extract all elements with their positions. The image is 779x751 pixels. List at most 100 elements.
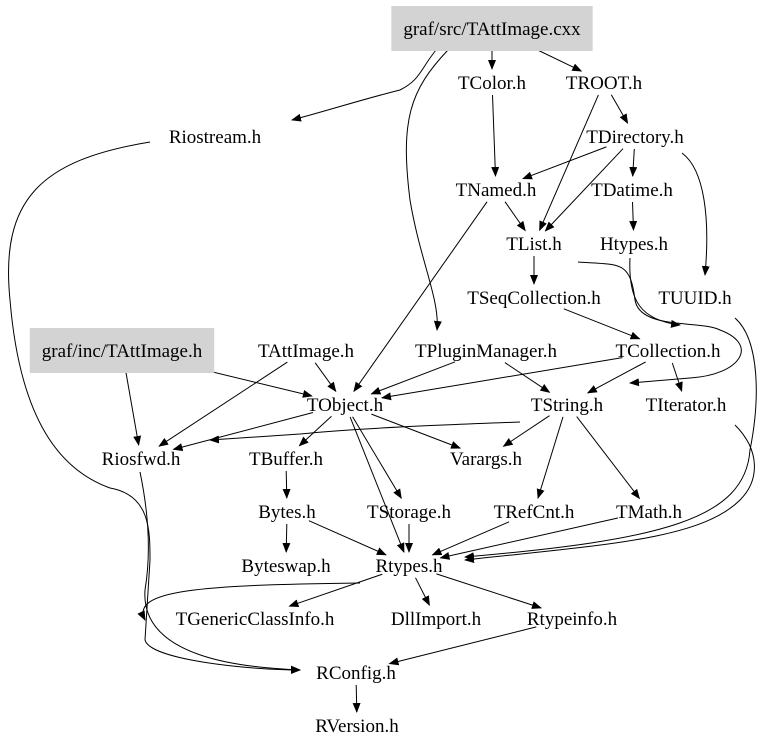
node-tlist[interactable]: TList.h (506, 234, 562, 255)
node-riosfwd[interactable]: Riosfwd.h (102, 449, 181, 470)
edge-tobject-to-tbuffer (298, 415, 332, 447)
node-tseqcollection[interactable]: TSeqCollection.h (467, 288, 601, 309)
edge-tuuid-to-rtypes (464, 317, 757, 561)
edge-tseqcollection-to-tcollection (563, 308, 641, 340)
edge-tcollection-to-titerator (671, 362, 683, 393)
edge-tobject-to-rtypes (349, 416, 405, 554)
node-label: TDatime.h (591, 180, 673, 201)
edge-tstring-to-varargs (502, 415, 550, 447)
edge-tpluginmanager-to-tstring (504, 362, 551, 393)
node-tobject[interactable]: TObject.h (307, 395, 384, 416)
node-tstring[interactable]: TString.h (531, 395, 604, 416)
edge-tlist-to-titerator (577, 261, 742, 387)
edge-titerator-to-rtypes (464, 424, 755, 563)
node-tuuid[interactable]: TUUID.h (658, 288, 732, 309)
node-highlight-box (29, 328, 215, 373)
node-label: Bytes.h (258, 502, 316, 523)
node-tcollection[interactable]: TCollection.h (615, 341, 721, 362)
node-tdatime[interactable]: TDatime.h (591, 180, 673, 201)
node-label: Rtypeinfo.h (527, 609, 618, 630)
edge-bytes-to-byteswap (282, 523, 291, 553)
node-rversion[interactable]: RVersion.h (315, 716, 399, 737)
node-varargs[interactable]: Varargs.h (450, 449, 522, 470)
node-label: DllImport.h (391, 609, 482, 630)
node-label: TGenericClassInfo.h (176, 609, 335, 630)
node-htypes[interactable]: Htypes.h (600, 234, 669, 255)
node-dllimport[interactable]: DllImport.h (391, 609, 482, 630)
edge-tcolor-to-tnamed (491, 94, 500, 177)
node-tmath[interactable]: TMath.h (616, 502, 682, 523)
node-label: RVersion.h (315, 716, 399, 737)
edge-tnamed-to-tlist (504, 201, 526, 232)
edge-tdirectory-to-tlist (544, 148, 624, 232)
edge-tdirectory-to-tnamed (522, 146, 607, 180)
node-tnamed[interactable]: TNamed.h (456, 180, 537, 201)
node-trefcnt[interactable]: TRefCnt.h (494, 502, 575, 523)
node-tcolor[interactable]: TColor.h (458, 73, 527, 94)
node-tbuffer[interactable]: TBuffer.h (249, 449, 324, 470)
edge-htypes-to-rtypes (629, 257, 681, 328)
edge-rtypes-to-rconfig (137, 582, 361, 621)
node-label: TNamed.h (456, 180, 537, 201)
node-incattimage[interactable]: graf/inc/TAttImage.h (29, 328, 215, 373)
edge-riosfwd-to-rconfig (139, 471, 301, 674)
node-label: TAttImage.h (258, 341, 355, 362)
edge-tobject-to-tstorage (352, 416, 402, 500)
edge-rtypes-to-dllimport (415, 577, 430, 606)
node-label: TMath.h (616, 502, 682, 523)
node-tstorage[interactable]: TStorage.h (367, 502, 451, 523)
node-label: TROOT.h (566, 73, 643, 94)
node-label: Rtypes.h (375, 556, 443, 577)
node-titerator[interactable]: TIterator.h (646, 395, 727, 416)
node-rconfig[interactable]: RConfig.h (316, 663, 396, 684)
node-bytes[interactable]: Bytes.h (258, 502, 316, 523)
edge-tcollection-to-tstring (586, 361, 646, 394)
edge-cxx-to-riostream (291, 49, 437, 122)
node-tattimage[interactable]: TAttImage.h (258, 341, 355, 362)
node-tpluginmanager[interactable]: TPluginManager.h (415, 341, 557, 362)
edge-tobject-to-varargs (371, 413, 462, 449)
edge-tbuffer-to-bytes (282, 470, 291, 499)
edges (8, 40, 757, 713)
node-label: TList.h (506, 234, 562, 255)
node-label: TPluginManager.h (415, 341, 557, 362)
node-rtypes[interactable]: Rtypes.h (375, 556, 443, 577)
node-label: Htypes.h (600, 234, 669, 255)
edge-tdirectory-to-tdatime (629, 148, 638, 177)
edge-bytes-to-rtypes (308, 520, 387, 556)
node-label: TRefCnt.h (494, 502, 575, 523)
node-label: TObject.h (307, 395, 384, 416)
node-label: TBuffer.h (249, 449, 324, 470)
node-riostream[interactable]: Riostream.h (169, 127, 262, 148)
edge-troot-to-tdirectory (610, 94, 629, 124)
edge-rtypeinfo-to-rconfig (388, 626, 537, 666)
edge-cxx-to-tpluginmanager (405, 49, 449, 331)
node-byteswap[interactable]: Byteswap.h (241, 556, 331, 577)
node-rtypeinfo[interactable]: Rtypeinfo.h (527, 609, 618, 630)
edge-trefcnt-to-rtypes (431, 521, 510, 556)
node-label: TSeqCollection.h (467, 288, 601, 309)
node-tdirectory[interactable]: TDirectory.h (586, 127, 684, 148)
node-cxx[interactable]: graf/src/TAttImage.cxx (391, 6, 593, 51)
edge-tstring-to-tmath (576, 416, 641, 500)
edge-rtypes-to-tgenericclassinfo (288, 573, 383, 608)
node-label: graf/inc/TAttImage.h (42, 341, 203, 362)
node-tgenericclassinfo[interactable]: TGenericClassInfo.h (176, 609, 335, 630)
edge-rtypes-to-rtypeinfo (436, 573, 542, 609)
edge-tstring-to-tobject (209, 421, 521, 444)
edge-riostream-to-rconfig (8, 141, 301, 674)
edge-tnamed-to-tobject (353, 201, 488, 393)
node-label: TString.h (531, 395, 604, 416)
node-label: TStorage.h (367, 502, 451, 523)
edge-troot-to-tlist (539, 94, 599, 232)
node-label: Riostream.h (169, 127, 262, 148)
node-label: TUUID.h (658, 288, 732, 309)
node-troot[interactable]: TROOT.h (566, 73, 643, 94)
edge-tcollection-to-tobject (381, 357, 623, 401)
node-label: graf/src/TAttImage.cxx (403, 19, 581, 40)
edge-incattimage-to-riosfwd (123, 362, 142, 446)
edge-tstring-to-trefcnt (536, 416, 564, 500)
node-label: Varargs.h (450, 449, 522, 470)
